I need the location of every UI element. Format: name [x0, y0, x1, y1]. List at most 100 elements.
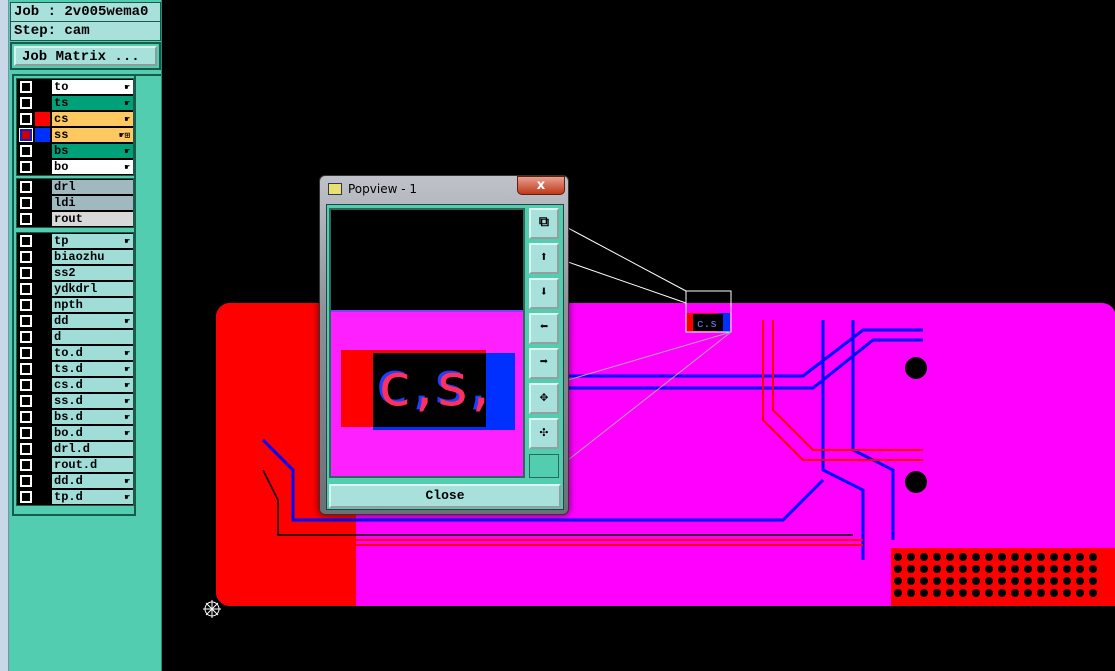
layer-name[interactable]: bo☛ [52, 160, 133, 174]
layer-color-swatch[interactable] [35, 314, 50, 328]
layer-checkbox[interactable] [20, 443, 32, 455]
layer-checkbox[interactable] [20, 267, 32, 279]
zoom-window-button[interactable]: ⧉ [529, 208, 559, 239]
layer-name[interactable]: tp.d☛ [52, 490, 133, 504]
layer-checkbox[interactable] [20, 395, 32, 407]
layer-list-scroll-area[interactable] [136, 74, 161, 516]
layer-checkbox[interactable] [20, 315, 32, 327]
layer-row[interactable]: tp☛ [17, 233, 133, 249]
layer-checkbox[interactable] [20, 251, 32, 263]
layer-row[interactable]: bo☛ [17, 159, 133, 175]
layer-row[interactable]: dd.d☛ [17, 473, 133, 489]
window-close-button[interactable]: x [517, 176, 565, 195]
layer-name[interactable]: ss☛⊞ [52, 128, 133, 142]
layer-color-swatch[interactable] [35, 144, 50, 158]
layer-name[interactable]: npth [52, 298, 133, 312]
pan-left-button[interactable]: ⬅ [529, 313, 559, 344]
layer-color-swatch[interactable] [35, 442, 50, 456]
layer-name[interactable]: d [52, 330, 133, 344]
layer-checkbox[interactable] [20, 235, 32, 247]
layer-color-swatch[interactable] [35, 346, 50, 360]
layer-row[interactable]: rout [17, 211, 133, 227]
layer-color-swatch[interactable] [35, 410, 50, 424]
layer-name[interactable]: to.d☛ [52, 346, 133, 360]
layer-name[interactable]: dd☛ [52, 314, 133, 328]
layer-row[interactable]: ts☛ [17, 95, 133, 111]
layer-checkbox[interactable] [20, 113, 32, 125]
layer-name[interactable]: ss.d☛ [52, 394, 133, 408]
layer-checkbox[interactable] [20, 427, 32, 439]
pan-down-button[interactable]: ⬇ [529, 278, 559, 309]
layer-color-swatch[interactable] [35, 234, 50, 248]
layer-name[interactable]: rout [52, 212, 133, 226]
layer-color-swatch[interactable] [35, 298, 50, 312]
layer-checkbox[interactable] [20, 97, 32, 109]
pan-right-button[interactable]: ➡ [529, 348, 559, 379]
zoom-in-button[interactable]: ✥ [529, 383, 559, 414]
layer-row[interactable]: ss.d☛ [17, 393, 133, 409]
layer-row[interactable]: d [17, 329, 133, 345]
layer-color-swatch[interactable] [35, 426, 50, 440]
layer-color-swatch[interactable] [35, 180, 50, 194]
layer-color-swatch[interactable] [35, 282, 50, 296]
layer-checkbox[interactable] [20, 459, 32, 471]
layer-row[interactable]: ss☛⊞ [17, 127, 133, 143]
close-button[interactable]: Close [329, 484, 561, 508]
layer-row[interactable]: tp.d☛ [17, 489, 133, 505]
layer-row[interactable]: bo.d☛ [17, 425, 133, 441]
layer-color-swatch[interactable] [35, 394, 50, 408]
layer-checkbox[interactable] [20, 197, 32, 209]
layer-checkbox[interactable] [19, 128, 33, 142]
layer-color-swatch[interactable] [35, 96, 50, 110]
layer-name[interactable]: biaozhu [52, 250, 133, 264]
layer-name[interactable]: ts.d☛ [52, 362, 133, 376]
layer-name[interactable]: dd.d☛ [52, 474, 133, 488]
layer-row[interactable]: cs.d☛ [17, 377, 133, 393]
layer-row[interactable]: drl.d [17, 441, 133, 457]
layer-row[interactable]: biaozhu [17, 249, 133, 265]
layer-row[interactable]: to.d☛ [17, 345, 133, 361]
layer-checkbox[interactable] [20, 299, 32, 311]
layer-row[interactable]: bs.d☛ [17, 409, 133, 425]
layer-row[interactable]: rout.d [17, 457, 133, 473]
layer-row[interactable]: ss2 [17, 265, 133, 281]
layer-color-swatch[interactable] [35, 80, 50, 94]
job-matrix-button[interactable]: Job Matrix ... [14, 46, 157, 66]
layer-checkbox[interactable] [20, 283, 32, 295]
pcb-canvas[interactable]: c.s [163, 0, 1115, 671]
layer-checkbox[interactable] [20, 331, 32, 343]
layer-name[interactable]: bs.d☛ [52, 410, 133, 424]
layer-color-swatch[interactable] [35, 330, 50, 344]
layer-color-swatch[interactable] [35, 160, 50, 174]
layer-color-swatch[interactable] [35, 474, 50, 488]
layer-name[interactable]: ss2 [52, 266, 133, 280]
layer-color-swatch[interactable] [35, 212, 50, 226]
layer-color-swatch[interactable] [35, 250, 50, 264]
layer-row[interactable]: drl [17, 179, 133, 195]
layer-checkbox[interactable] [20, 347, 32, 359]
layer-checkbox[interactable] [20, 363, 32, 375]
layer-name[interactable]: ldi [52, 196, 133, 210]
layer-row[interactable]: ydkdrl [17, 281, 133, 297]
layer-name[interactable]: rout.d [52, 458, 133, 472]
pan-up-button[interactable]: ⬆ [529, 243, 559, 274]
zoom-out-button[interactable]: ✣ [529, 418, 559, 449]
layer-color-swatch[interactable] [35, 362, 50, 376]
layer-row[interactable]: ts.d☛ [17, 361, 133, 377]
layer-checkbox[interactable] [20, 491, 32, 503]
layer-checkbox[interactable] [20, 475, 32, 487]
layer-checkbox[interactable] [20, 379, 32, 391]
layer-name[interactable]: tp☛ [52, 234, 133, 248]
layer-color-swatch[interactable] [35, 378, 50, 392]
layer-checkbox[interactable] [20, 161, 32, 173]
layer-row[interactable]: npth [17, 297, 133, 313]
layer-name[interactable]: cs.d☛ [52, 378, 133, 392]
layer-row[interactable]: to☛ [17, 79, 133, 95]
layer-color-swatch[interactable] [35, 128, 50, 142]
layer-checkbox[interactable] [20, 81, 32, 93]
layer-color-swatch[interactable] [35, 112, 50, 126]
layer-name[interactable]: to☛ [52, 80, 133, 94]
layer-name[interactable]: drl [52, 180, 133, 194]
layer-color-swatch[interactable] [35, 458, 50, 472]
layer-name[interactable]: bo.d☛ [52, 426, 133, 440]
